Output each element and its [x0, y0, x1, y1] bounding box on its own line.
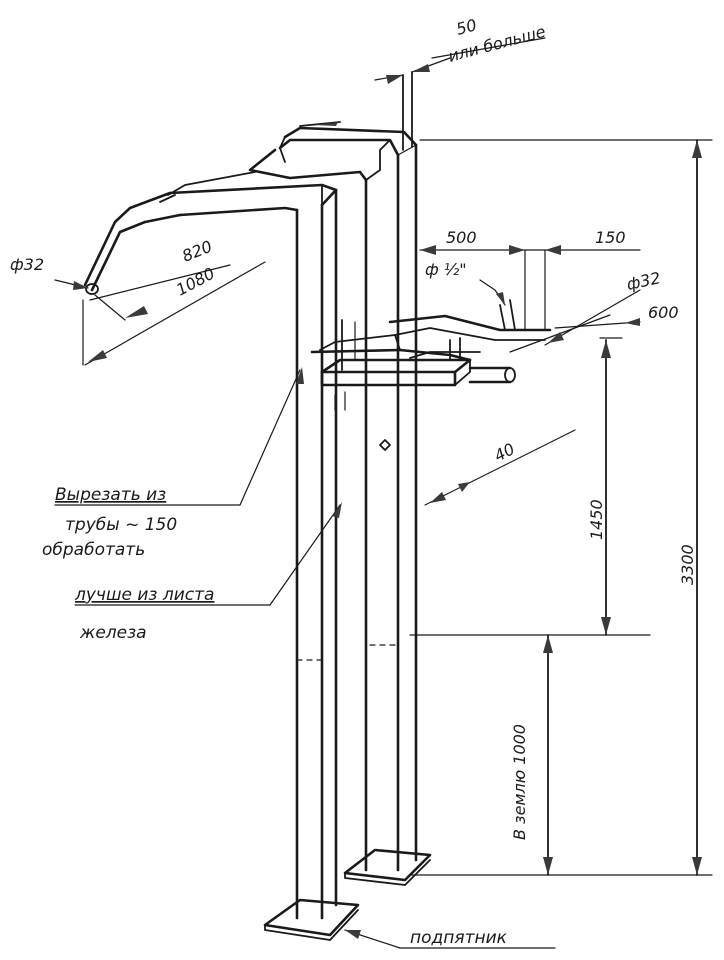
dim-ground-1000: В землю 1000 — [510, 724, 529, 840]
dim-phi32-left: ф32 — [10, 255, 44, 274]
note-cut-line1: Вырезать из — [55, 485, 166, 505]
notes: Вырезать из трубы ~ 150 обработать лучше… — [42, 485, 508, 948]
dim-150: 150 — [595, 228, 626, 247]
note-cut-line2: трубы ~ 150 — [65, 515, 177, 535]
note-sheet-line2: железа — [79, 623, 147, 643]
top-beams — [83, 121, 418, 295]
dim-820: 820 — [179, 237, 214, 266]
front-post — [295, 188, 338, 920]
dimension-lines — [54, 37, 713, 876]
dim-3300: 3300 — [678, 544, 697, 585]
back-post — [364, 71, 418, 872]
dim-phi32-right: ф32 — [625, 268, 662, 294]
dim-phi-half: ф ½" — [425, 260, 467, 279]
note-cut-line3: обработать — [42, 540, 145, 560]
note-sheet-line1: лучше из листа — [74, 585, 214, 605]
dim-600: 600 — [648, 303, 679, 322]
dim-500: 500 — [446, 228, 477, 247]
platform — [310, 299, 552, 451]
dim-1080: 1080 — [173, 264, 218, 300]
note-base-plate: подпятник — [410, 928, 508, 948]
note-leaders — [54, 367, 556, 949]
base-plates — [263, 848, 432, 941]
dim-50: 50 — [454, 15, 479, 39]
dim-40: 40 — [491, 439, 518, 465]
dim-1450: 1450 — [587, 499, 606, 540]
